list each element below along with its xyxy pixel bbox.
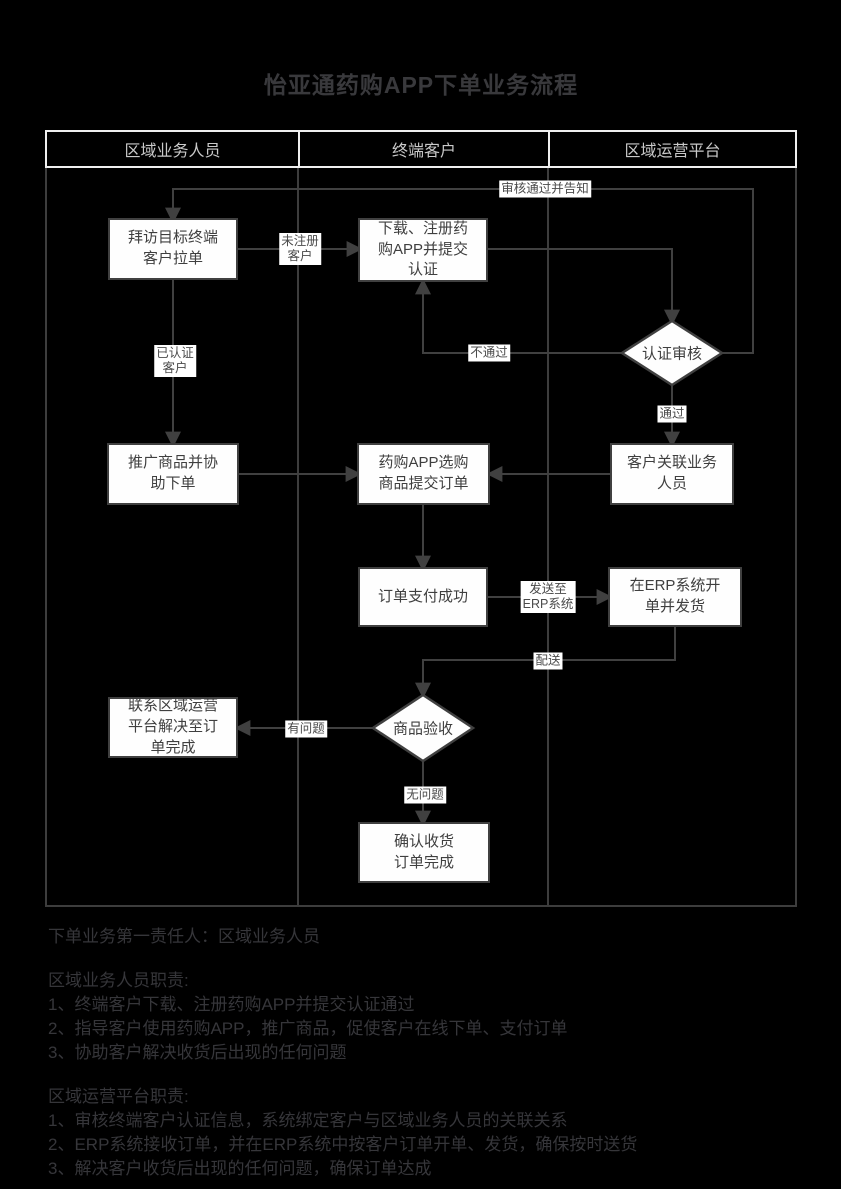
node-customer-bind-staff: 客户关联业务 人员 bbox=[610, 443, 734, 505]
lane-header-row: 区域业务人员 终端客户 区域运营平台 bbox=[45, 130, 797, 168]
lane-header-regional-staff: 区域业务人员 bbox=[47, 132, 300, 166]
lane-divider-1 bbox=[297, 168, 299, 907]
page-title: 怡亚通药购APP下单业务流程 bbox=[263, 72, 579, 98]
note-platform-duties-list: 1、审核终端客户认证信息，系统绑定客户与区域业务人员的关联关系 2、ERP系统接… bbox=[48, 1111, 638, 1178]
node-visit-customer: 拜访目标终端 客户拉单 bbox=[108, 218, 238, 280]
connector-review-passed-notify bbox=[165, 188, 754, 354]
edge-label-not-passed: 不通过 bbox=[468, 344, 510, 362]
note-platform-duties-title: 区域运营平台职责: bbox=[48, 1087, 189, 1106]
connector-not-passed bbox=[415, 278, 623, 354]
node-order-paid: 订单支付成功 bbox=[358, 567, 488, 627]
edge-label-delivery: 配送 bbox=[533, 652, 563, 670]
edge-label-unregistered-customer: 未注册 客户 bbox=[279, 233, 321, 265]
node-promote-assist-order: 推广商品并协 助下单 bbox=[107, 443, 239, 505]
note-responsible-person: 下单业务第一责任人：区域业务人员 bbox=[48, 927, 320, 946]
node-cert-review-label: 认证审核 bbox=[641, 345, 703, 363]
edge-label-passed: 通过 bbox=[657, 405, 687, 423]
goods-acceptance-diamond bbox=[370, 693, 476, 763]
node-app-select-submit-order: 药购APP选购 商品提交订单 bbox=[357, 443, 490, 505]
edge-label-send-to-erp: 发送至 ERP系统 bbox=[520, 581, 576, 613]
lane-header-terminal-customer: 终端客户 bbox=[300, 132, 550, 166]
note-staff-duties-list: 1、终端客户下载、注册药购APP并提交认证通过 2、指导客户使用药购APP，推广… bbox=[48, 995, 568, 1062]
node-confirm-receipt: 确认收货 订单完成 bbox=[358, 822, 490, 883]
lane-divider-2 bbox=[547, 168, 549, 907]
edge-label-certified-customer: 已认证 客户 bbox=[154, 345, 196, 377]
swimlane-body-frame bbox=[45, 168, 797, 907]
connector-download-to-cert-review bbox=[488, 248, 680, 326]
note-staff-duties-title: 区域业务人员职责: bbox=[48, 971, 189, 990]
node-download-register-app: 下载、注册药 购APP并提交 认证 bbox=[358, 218, 488, 282]
node-contact-platform: 联系区域运营 平台解决至订 单完成 bbox=[108, 697, 238, 758]
edge-label-review-passed-notify: 审核通过并告知 bbox=[499, 180, 591, 198]
lane-header-regional-platform: 区域运营平台 bbox=[624, 143, 721, 160]
edge-label-has-problem: 有问题 bbox=[285, 720, 327, 738]
cert-review-diamond bbox=[619, 319, 725, 387]
node-goods-acceptance-label: 商品验收 bbox=[392, 720, 454, 738]
node-erp-ship: 在ERP系统开 单并发货 bbox=[608, 567, 742, 627]
edge-label-no-problem: 无问题 bbox=[404, 786, 446, 804]
